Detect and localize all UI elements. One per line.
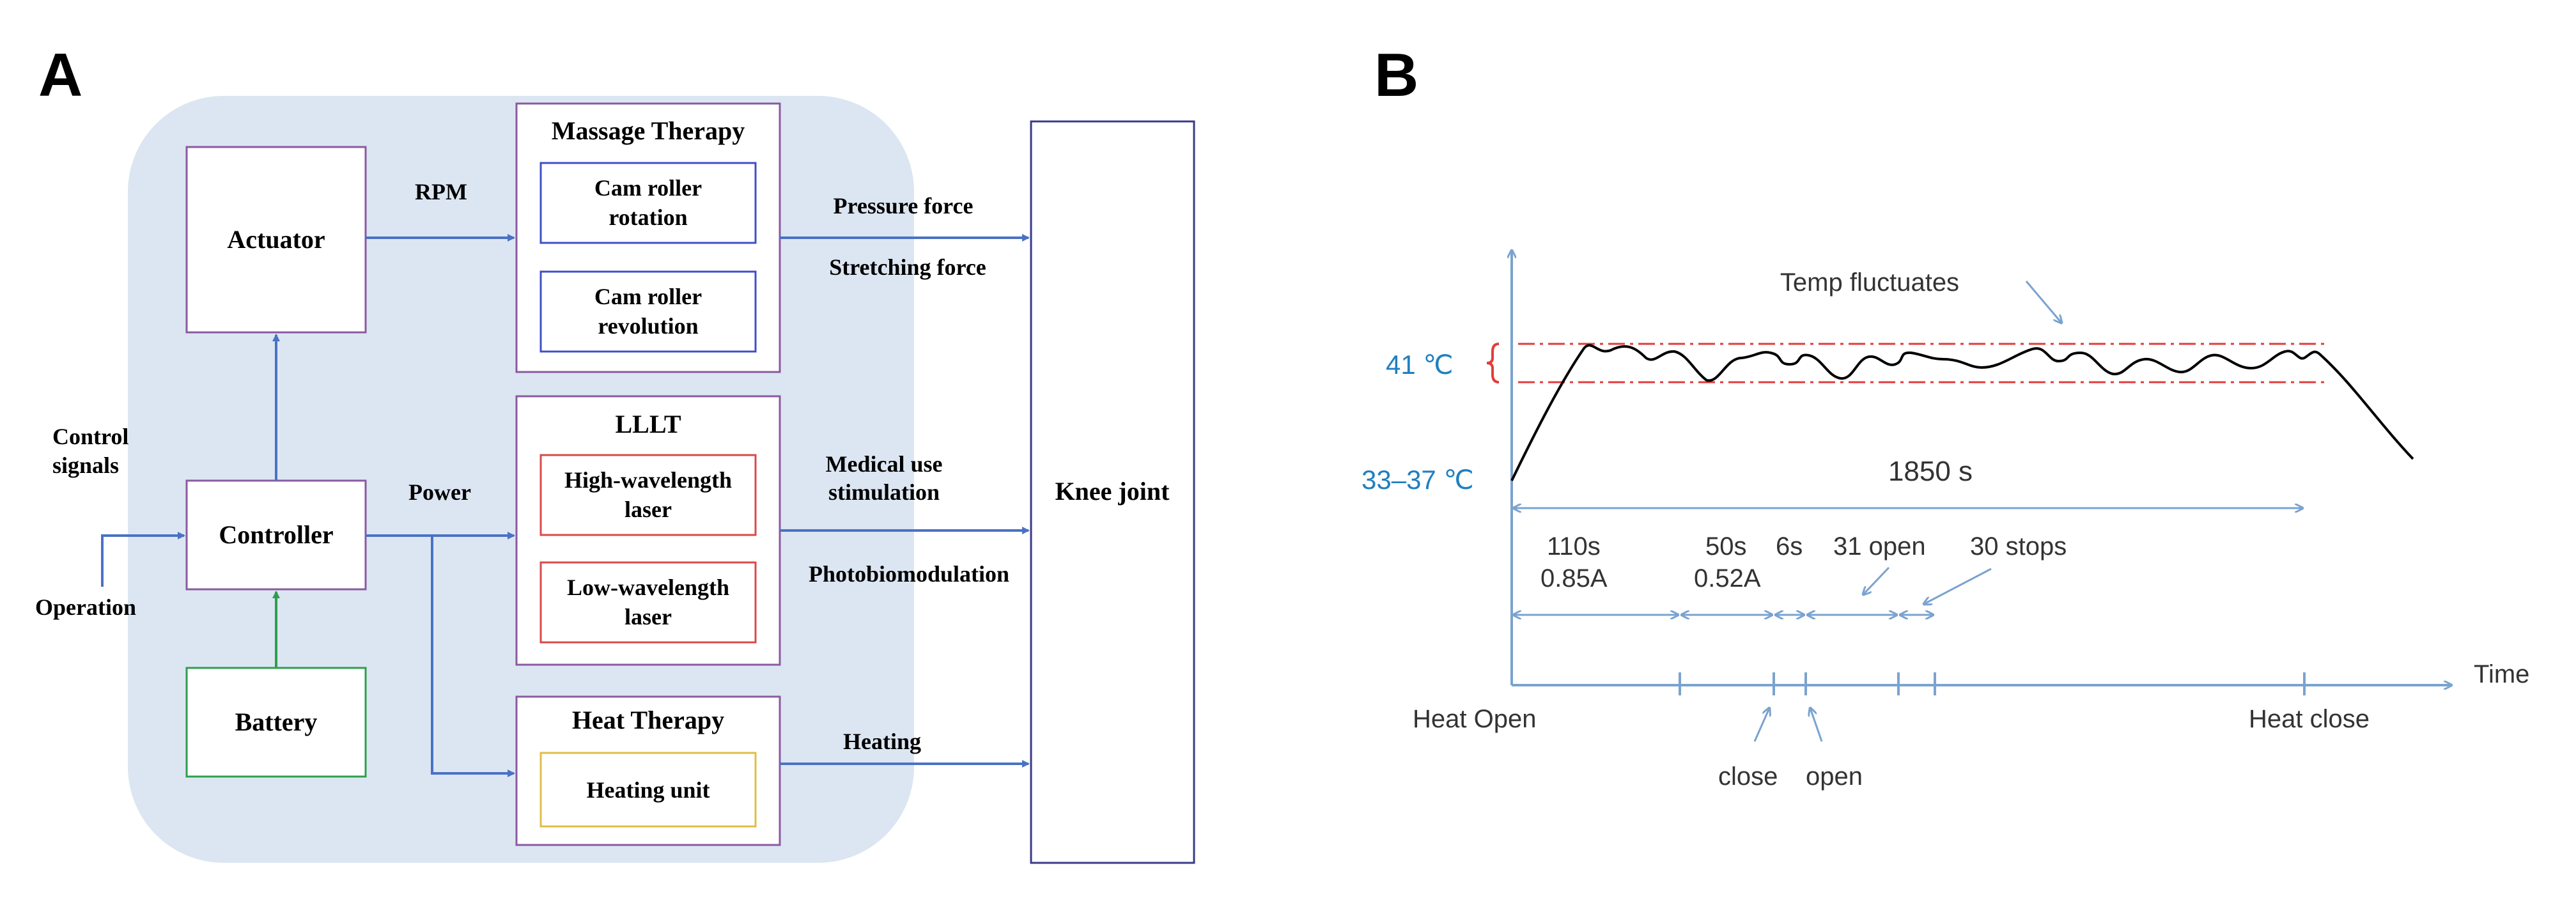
panel-a-label: A (38, 41, 82, 109)
pointer-temp-fluctuates (2025, 281, 2061, 323)
low-wavelength-laser-box (539, 561, 757, 644)
massage-therapy-block: Massage Therapy Cam roller rotation Cam … (515, 102, 781, 373)
cam-rotation-line1: Cam roller (594, 175, 702, 201)
cam-revolution-line1: Cam roller (594, 284, 702, 309)
pressure-force-label: Pressure force (834, 193, 974, 219)
panel-a: A Actuator Controller Battery Massage Th… (35, 41, 1195, 864)
cam-roller-revolution-box (539, 270, 757, 353)
heating-unit-box (539, 752, 757, 828)
stops-label: 30 stops (1970, 532, 2067, 561)
panel-b: B (1362, 41, 2529, 791)
lllt-title: LLLT (615, 410, 681, 438)
arrow-controller-to-heat (431, 536, 515, 777)
seg1-time-label: 110s (1547, 532, 1601, 561)
arrow-operation-to-controller (101, 532, 185, 587)
medical-use-line2: stimulation (828, 479, 940, 505)
battery-block: Battery (185, 667, 367, 778)
open-label: open (1806, 763, 1863, 791)
controller-label: Controller (219, 520, 333, 549)
cam-rotation-line2: rotation (609, 205, 687, 230)
temp-low-label: 33–37 ℃ (1362, 465, 1474, 495)
medical-use-line1: Medical use (826, 451, 943, 477)
heat-therapy-block: Heat Therapy Heating unit (515, 695, 781, 846)
actuator-block: Actuator (185, 146, 367, 334)
cam-revolution-line2: revolution (598, 313, 698, 339)
panel-b-label: B (1374, 41, 1418, 109)
power-label: Power (408, 479, 471, 505)
pointer-close (1753, 708, 1769, 742)
heat-open-label: Heat Open (1413, 705, 1536, 733)
seg3-time-label: 6s (1776, 532, 1803, 561)
cam-roller-rotation-box (539, 162, 757, 244)
pointer-open (1810, 708, 1823, 742)
pointer-30-stops (1924, 568, 1992, 604)
operation-label: Operation (35, 594, 136, 620)
duration-total-label: 1850 s (1888, 456, 1973, 487)
opens-label: 31 open (1833, 532, 1926, 561)
band-brace (1486, 343, 1500, 383)
seg2-current-label: 0.52A (1694, 564, 1761, 592)
x-axis-label: Time (2474, 660, 2529, 688)
control-signals-line1: Control (52, 424, 128, 449)
temp-high-label: 41 ℃ (1386, 350, 1454, 380)
control-signals-line2: signals (52, 453, 119, 478)
actuator-label: Actuator (227, 225, 325, 254)
high-laser-line2: laser (625, 497, 672, 522)
temp-fluctuates-label: Temp fluctuates (1780, 268, 1959, 297)
panel-a-arrows (101, 234, 1030, 777)
heat-title: Heat Therapy (572, 706, 724, 734)
knee-joint-label: Knee joint (1055, 477, 1170, 506)
x-ticks (1679, 672, 2306, 695)
seg1-current-label: 0.85A (1540, 564, 1608, 592)
pointer-arrows (1753, 281, 2061, 742)
heating-label: Heating (843, 729, 921, 754)
lllt-block: LLLT High-wavelength laser Low-wavelengt… (515, 395, 781, 666)
photobiomodulation-label: Photobiomodulation (809, 561, 1009, 587)
high-wavelength-laser-box (539, 454, 757, 536)
high-laser-line1: High-wavelength (564, 467, 732, 493)
controller-block: Controller (185, 479, 367, 591)
battery-label: Battery (235, 708, 318, 736)
pointer-31-open (1863, 566, 1890, 594)
low-laser-line2: laser (625, 604, 672, 630)
heating-unit-label: Heating unit (586, 777, 710, 803)
stretching-force-label: Stretching force (829, 254, 986, 280)
massage-title: Massage Therapy (552, 116, 745, 145)
temperature-curve (1510, 344, 2414, 481)
knee-joint-block: Knee joint (1030, 120, 1195, 864)
rpm-label: RPM (415, 179, 467, 205)
low-laser-line1: Low-wavelength (567, 575, 729, 600)
close-label: close (1718, 763, 1778, 791)
heat-close-label: Heat close (2249, 705, 2370, 733)
seg2-time-label: 50s (1705, 532, 1747, 561)
